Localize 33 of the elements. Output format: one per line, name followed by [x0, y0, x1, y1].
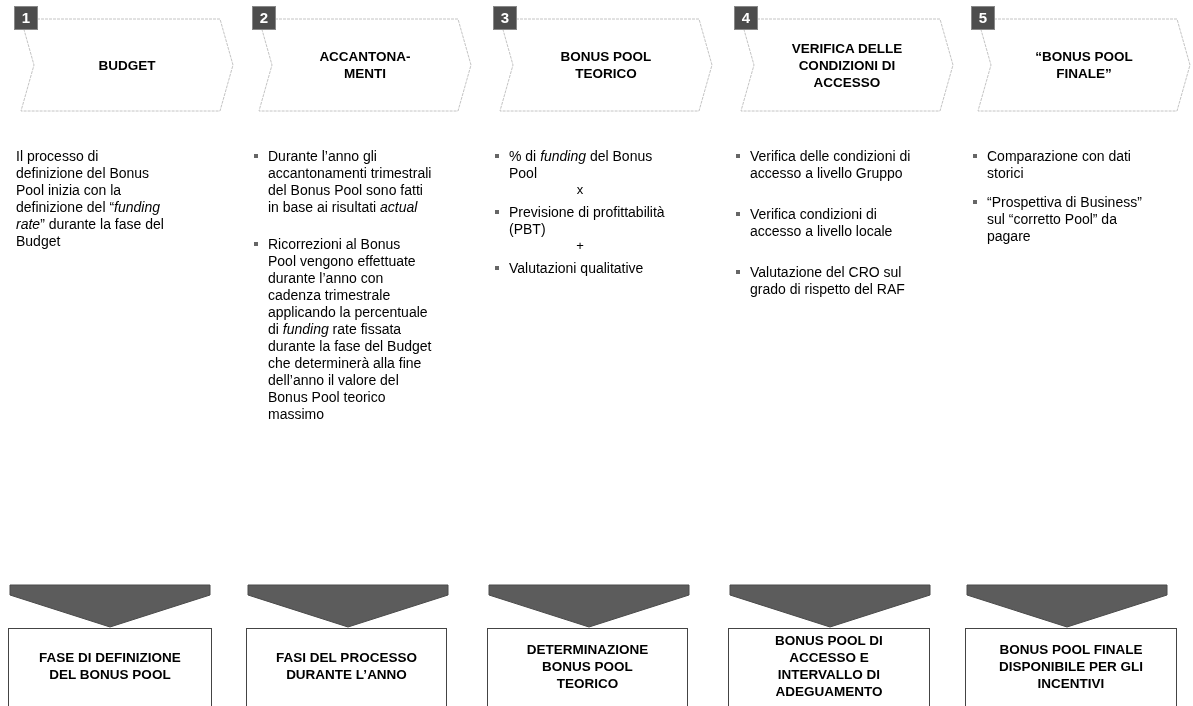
step-number: 5: [971, 6, 995, 30]
result-box: FASE DI DEFINIZIONE DEL BONUS POOL: [8, 628, 212, 706]
bullet-text: Valutazioni qualitative: [509, 260, 645, 277]
bullet-text: Previsione di profittabilità (PBT): [509, 204, 666, 238]
result-box: DETERMINAZIONE BONUS POOL TEORICO: [487, 628, 688, 706]
bullet-text: Verifica delle condizioni di accesso a livello Gruppo: [750, 148, 912, 182]
step-number: 2: [252, 6, 276, 30]
step-number: 1: [14, 6, 38, 30]
bullet-text: Ricorrezioni al Bonus Pool vengono effettuate durante l’anno con cadenza trimestrale applicando la percentuale di funding rate fissata durante la fase del Budget che determinerà alla fine dell’anno il valore del Bonus Pool teorico massimo: [268, 236, 432, 423]
step-title: BUDGET: [97, 56, 157, 74]
bullet-text: Verifica condizioni di accesso a livello locale: [750, 206, 894, 240]
operator-symbol: +: [575, 238, 585, 254]
result-box: BONUS POOL FINALE DISPONIBILE PER GLI INCENTIVI: [965, 628, 1177, 706]
step-number: 4: [734, 6, 758, 30]
down-arrow: [966, 584, 1168, 628]
step-title: VERIFICA DELLE CONDIZIONI DI ACCESSO: [791, 39, 903, 91]
bullet-text: % di funding del Bonus Pool: [509, 148, 654, 182]
description-text: Il processo di definizione del Bonus Pool inizia con la definizione del “funding rate” durante la fase del Budget: [16, 148, 165, 250]
down-arrow: [729, 584, 931, 628]
operator-symbol: x: [575, 182, 585, 198]
down-arrow: [488, 584, 690, 628]
step-title: ACCANTONA- MENTI: [318, 48, 412, 82]
down-arrow: [9, 584, 211, 628]
result-box: BONUS POOL DI ACCESSO E INTERVALLO DI ADEGUAMENTO: [728, 628, 930, 706]
bullet-text: Durante l’anno gli accantonamenti trimestrali del Bonus Pool sono fatti in base ai risultati actual: [268, 148, 432, 216]
bullet-text: Comparazione con dati storici: [987, 148, 1132, 182]
bullet-text: “Prospettiva di Business” sul “corretto Pool” da pagare: [987, 194, 1143, 245]
down-arrow: [247, 584, 449, 628]
step-title: BONUS POOL TEORICO: [559, 48, 653, 82]
result-box: FASI DEL PROCESSO DURANTE L’ANNO: [246, 628, 447, 706]
step-title: “BONUS POOL FINALE”: [1034, 48, 1134, 82]
step-number: 3: [493, 6, 517, 30]
bullet-text: Valutazione del CRO sul grado di rispetto del RAF: [750, 264, 906, 298]
